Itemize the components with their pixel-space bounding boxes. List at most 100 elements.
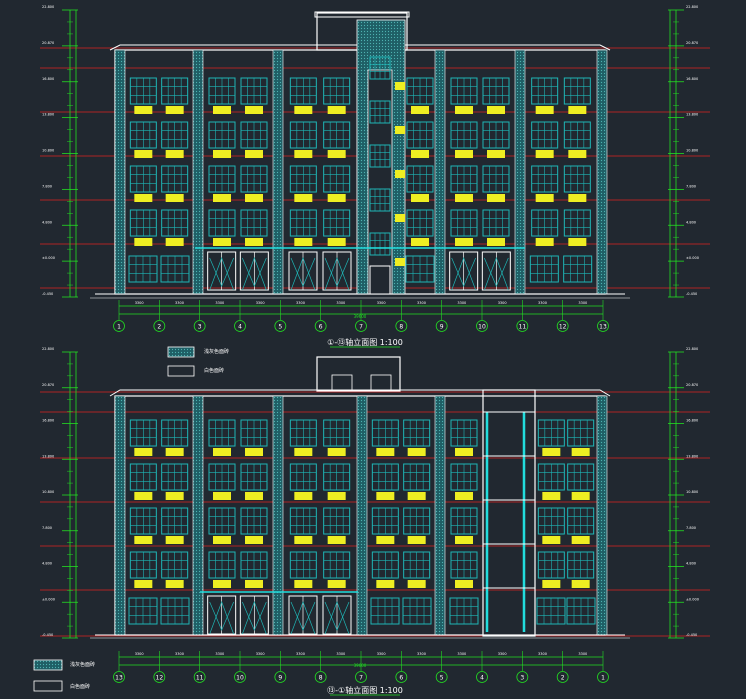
axis-chain-top: 1330023300333004330053300633007330083300… [113, 300, 609, 332]
elevation-top-title: ①-⑬轴立面图 1:100 [327, 337, 403, 347]
window [289, 209, 317, 237]
axis-number: 2 [561, 675, 565, 682]
legend-tile-swatch-top [167, 346, 195, 358]
window [208, 419, 236, 447]
level-label: 4.800 [686, 220, 696, 224]
balcony-rail [407, 580, 426, 588]
level-label: 20.870 [686, 383, 698, 387]
bay-dimension: 3300 [175, 301, 184, 305]
axis-number: 3 [520, 675, 524, 682]
legend-white-label-bottom: 白色面砖 [70, 683, 90, 690]
level-scale-right-top: 22.80020.87016.80013.80010.8007.8004.800… [668, 5, 699, 298]
window [289, 551, 317, 579]
axis-number: 8 [399, 324, 403, 331]
level-label: 22.800 [42, 347, 54, 351]
balcony-rail [213, 492, 231, 500]
balcony-rail [487, 106, 505, 114]
axis-bubble [516, 671, 529, 683]
axis-bubble [113, 671, 125, 683]
balcony-rail [327, 492, 346, 500]
window [323, 463, 351, 491]
window [406, 165, 434, 193]
bay-dimension: 3300 [256, 301, 265, 305]
balcony-rail [134, 106, 153, 114]
axis-number: 5 [440, 675, 444, 682]
balcony-rail [294, 580, 313, 588]
balcony-rail [165, 448, 184, 456]
elevation-bottom-building [40, 356, 710, 639]
level-label: 13.800 [42, 113, 54, 117]
bay-dimension: 3300 [417, 652, 426, 656]
bay-dimension: 3300 [256, 652, 265, 656]
bay-dimension: 3300 [296, 301, 305, 305]
axis-bubble [274, 671, 287, 683]
axis-bubble [476, 671, 488, 683]
bay-dimension: 3300 [457, 301, 466, 305]
balcony-rail [165, 536, 184, 544]
door-swing [242, 601, 267, 635]
balcony-rail [327, 106, 346, 114]
window [323, 121, 351, 149]
balcony-rail [134, 448, 153, 456]
window [161, 507, 189, 535]
legend-tile-label-bottom: 浅灰色面砖 [70, 661, 95, 668]
ground-window [566, 597, 596, 625]
level-label: 22.800 [686, 5, 698, 9]
ground-window [402, 597, 432, 625]
balcony-rail [542, 536, 561, 544]
bay-dimension: 3300 [457, 652, 466, 656]
window [240, 77, 268, 105]
pilaster [596, 395, 608, 636]
door-swing [451, 257, 476, 291]
generated-geometry: 22.80020.87016.80013.80010.8007.8004.800… [33, 5, 710, 696]
balcony-rail [327, 448, 346, 456]
level-label: 16.800 [686, 77, 698, 81]
balcony-rail [213, 448, 231, 456]
level-label: 10.800 [686, 490, 698, 494]
window [403, 551, 431, 579]
window [403, 419, 431, 447]
stair-vent [395, 214, 405, 222]
axis-number: 11 [519, 324, 527, 331]
axis-bubble [597, 671, 609, 683]
window [129, 209, 157, 237]
balcony-rail [294, 448, 313, 456]
bay-dimension: 3300 [377, 301, 386, 305]
legend-white-swatch-bottom [33, 680, 63, 692]
storefront-door [322, 251, 352, 291]
axis-number: 1 [117, 324, 121, 331]
level-label: -0.450 [686, 633, 697, 637]
bay-dimension: 3300 [578, 652, 587, 656]
level-scale-left-bottom: 22.80020.87016.80013.80010.8007.8004.800… [42, 347, 78, 639]
axis-bubble [234, 671, 246, 683]
balcony-rail [245, 536, 263, 544]
level-label: 4.800 [42, 220, 52, 224]
balcony-rail [327, 238, 346, 246]
level-label: 10.800 [686, 149, 698, 153]
balcony-rail [455, 536, 473, 544]
ground-window [128, 255, 158, 283]
axis-number: 10 [236, 675, 244, 682]
balcony-rail [455, 448, 473, 456]
door-swing [290, 601, 316, 631]
balcony-rail [568, 106, 587, 114]
balcony-rail [134, 580, 153, 588]
door-swing [290, 601, 316, 635]
level-label: 4.800 [686, 562, 696, 566]
stair-window [369, 100, 391, 124]
stair-vent [395, 258, 405, 266]
window [208, 165, 236, 193]
level-label: 20.870 [686, 41, 698, 45]
window [289, 77, 317, 105]
axis-number: 5 [278, 324, 282, 331]
storefront-door [207, 251, 237, 291]
window [563, 77, 591, 105]
axis-number: 12 [559, 324, 567, 331]
balcony-rail [407, 448, 426, 456]
window [161, 419, 189, 447]
roof-window [370, 374, 392, 392]
roof-tower-cap [314, 11, 410, 18]
balcony-rail [294, 536, 313, 544]
window [323, 165, 351, 193]
